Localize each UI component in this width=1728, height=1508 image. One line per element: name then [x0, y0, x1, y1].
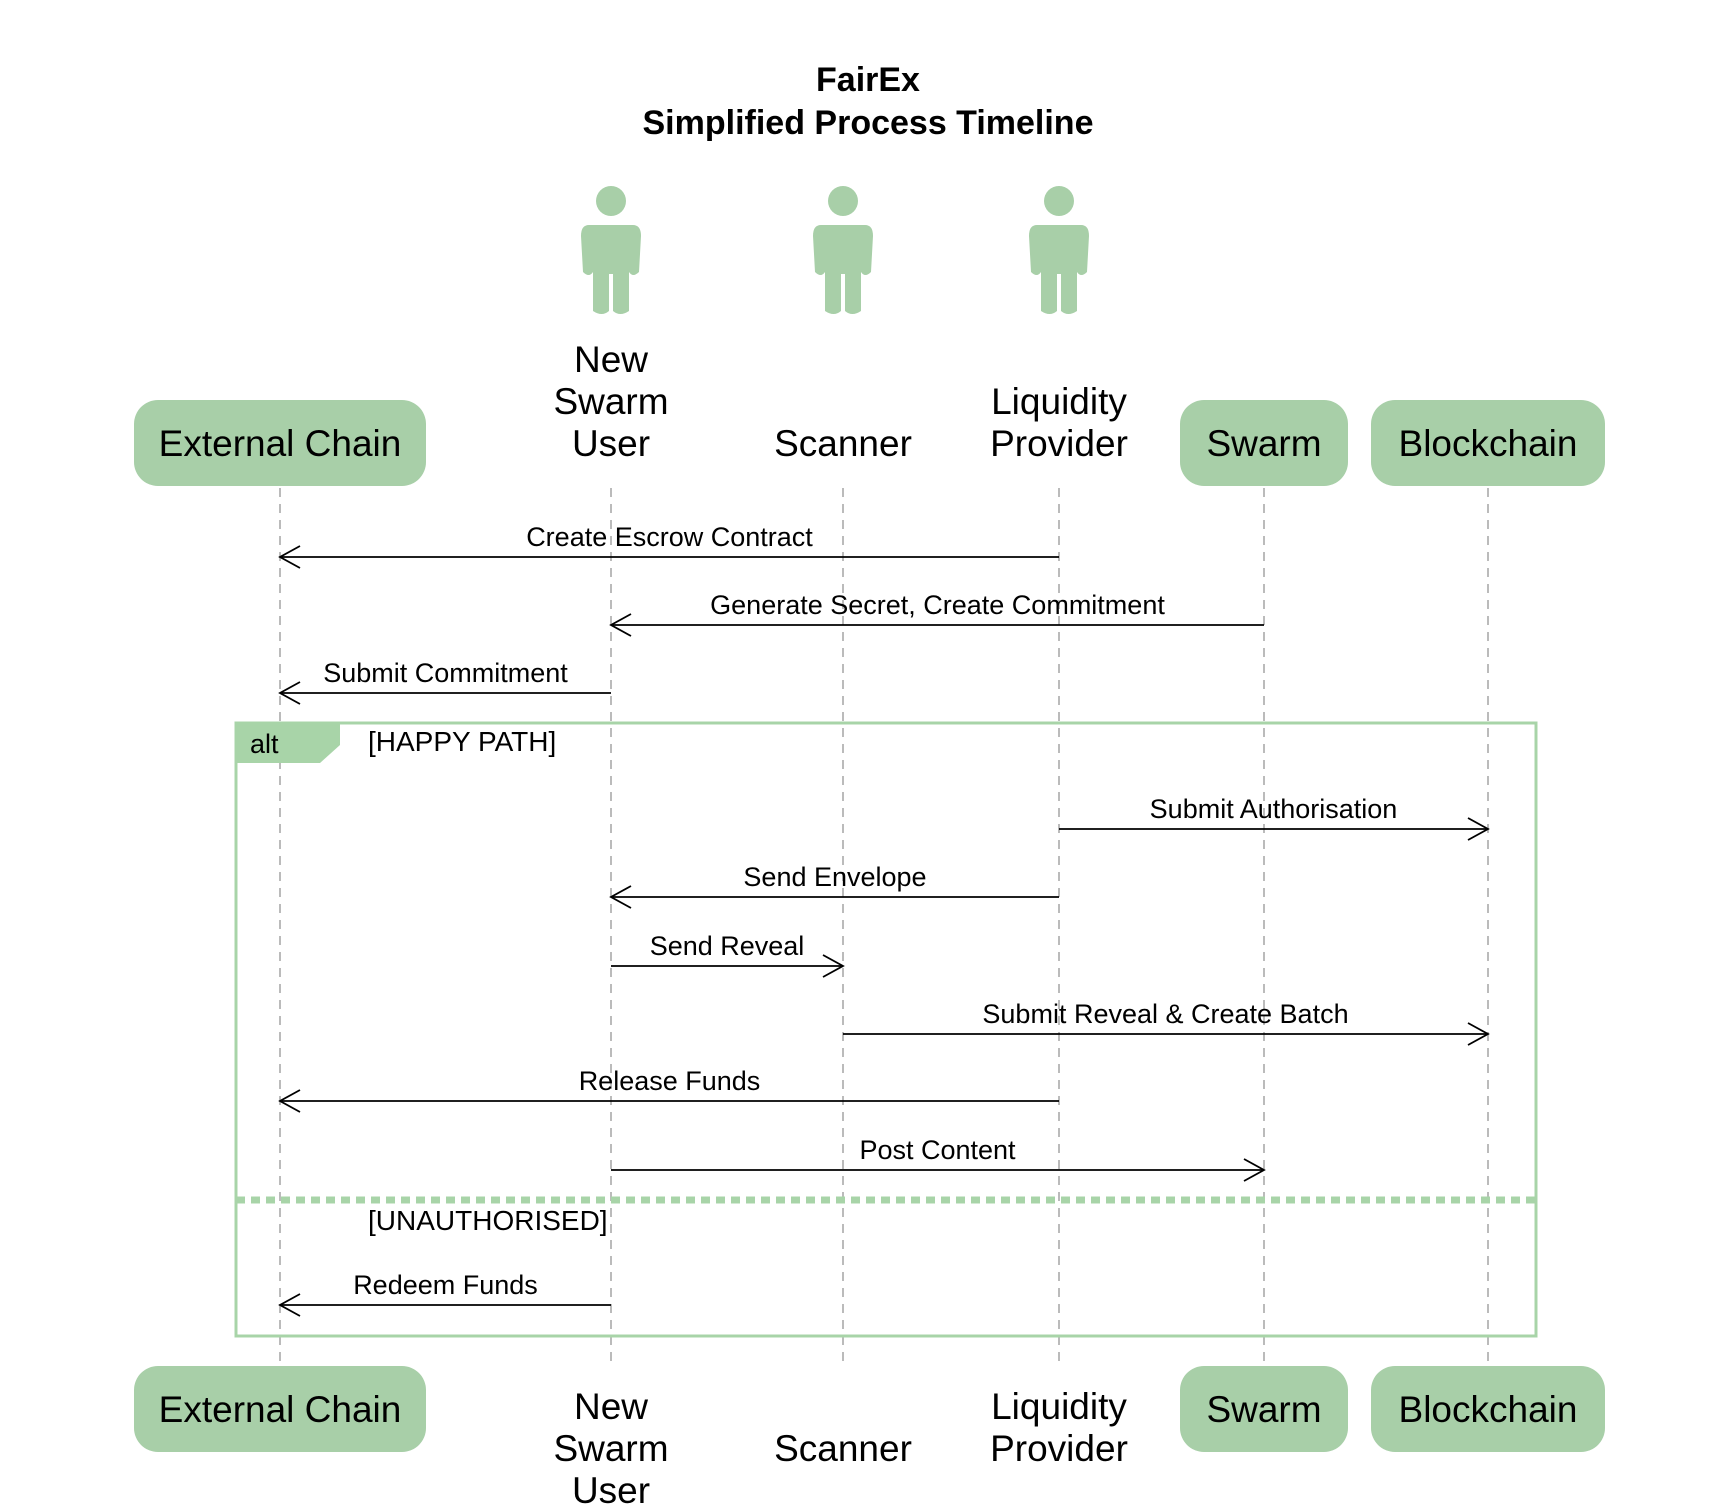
message-create-escrow-contract-label: Create Escrow Contract — [526, 522, 813, 552]
participant-blockchain-label: Blockchain — [1399, 1389, 1578, 1430]
participant-swarm-box — [1180, 400, 1348, 486]
message-release-funds-label: Release Funds — [579, 1066, 761, 1096]
participant-swarm-top: Swarm — [1180, 400, 1348, 486]
alt-frame-tab — [236, 723, 340, 763]
participant-swarm-box — [1180, 1366, 1348, 1452]
message-submit-reveal-create-batch-label: Submit Reveal & Create Batch — [982, 999, 1348, 1029]
message-redeem-funds: Redeem Funds — [278, 1270, 611, 1317]
alt-guard-unauthorised: [UNAUTHORISED] — [368, 1205, 608, 1236]
participant-blockchain-top: Blockchain — [1371, 400, 1605, 486]
participant-blockchain-label: Blockchain — [1399, 423, 1578, 464]
participant-scanner-top: Scanner — [774, 186, 912, 464]
message-submit-authorisation-arrowhead — [1467, 817, 1490, 841]
message-post-content: Post Content — [611, 1135, 1266, 1182]
lifelines — [279, 488, 1489, 1362]
participant-scanner-label: Scanner — [774, 1428, 912, 1469]
alt-frame: alt [HAPPY PATH] [UNAUTHORISED] — [234, 721, 1538, 1338]
message-send-envelope-arrowhead — [609, 885, 632, 909]
person-icon — [581, 186, 641, 314]
message-submit-authorisation: Submit Authorisation — [1059, 794, 1490, 841]
message-submit-reveal-create-batch: Submit Reveal & Create Batch — [843, 999, 1490, 1046]
participant-scanner-label: Scanner — [774, 423, 912, 464]
participant-external-box — [134, 400, 426, 486]
message-submit-authorisation-label: Submit Authorisation — [1150, 794, 1398, 824]
message-release-funds-arrowhead — [278, 1089, 301, 1113]
participant-swarm-bottom: Swarm — [1180, 1366, 1348, 1452]
message-submit-commitment: Submit Commitment — [278, 658, 611, 705]
message-submit-commitment-arrowhead — [278, 681, 301, 705]
participant-external-bottom: External Chain — [134, 1366, 426, 1452]
message-send-envelope: Send Envelope — [609, 862, 1059, 909]
person-icon — [1029, 186, 1089, 314]
message-generate-secret-create-commitment-label: Generate Secret, Create Commitment — [710, 590, 1165, 620]
participant-external-box — [134, 1366, 426, 1452]
participant-external-label: External Chain — [159, 423, 402, 464]
message-send-envelope-label: Send Envelope — [743, 862, 926, 892]
participant-swarm-label: Swarm — [1206, 423, 1321, 464]
message-generate-secret-create-commitment-arrowhead — [609, 613, 632, 637]
participant-blockchain-bottom: Blockchain — [1371, 1366, 1605, 1452]
message-send-reveal-arrowhead — [822, 954, 845, 978]
participant-external-label: External Chain — [159, 1389, 402, 1430]
alt-frame-border — [234, 721, 1538, 1338]
message-create-escrow-contract-arrowhead — [278, 545, 301, 569]
participant-swarm-label: Swarm — [1206, 1389, 1321, 1430]
participant-blockchain-box — [1371, 1366, 1605, 1452]
message-generate-secret-create-commitment: Generate Secret, Create Commitment — [609, 590, 1264, 637]
alt-frame-tag: alt — [250, 729, 279, 759]
message-release-funds: Release Funds — [278, 1066, 1059, 1113]
alt-guard-happy-path: [HAPPY PATH] — [368, 726, 556, 757]
message-send-reveal: Send Reveal — [611, 931, 845, 978]
person-icon — [813, 186, 873, 314]
participant-scanner-bottom: Scanner — [774, 1428, 912, 1469]
message-submit-commitment-label: Submit Commitment — [323, 658, 568, 688]
message-post-content-arrowhead — [1243, 1158, 1266, 1182]
message-post-content-label: Post Content — [859, 1135, 1016, 1165]
message-submit-reveal-create-batch-arrowhead — [1467, 1022, 1490, 1046]
participant-external-top: External Chain — [134, 400, 426, 486]
participant-blockchain-box — [1371, 400, 1605, 486]
diagram-title-line1: FairEx — [816, 61, 920, 99]
diagram-title-line2: Simplified Process Timeline — [643, 104, 1094, 142]
message-send-reveal-label: Send Reveal — [650, 931, 805, 961]
message-redeem-funds-label: Redeem Funds — [353, 1270, 538, 1300]
message-redeem-funds-arrowhead — [278, 1293, 301, 1317]
message-create-escrow-contract: Create Escrow Contract — [278, 522, 1059, 569]
